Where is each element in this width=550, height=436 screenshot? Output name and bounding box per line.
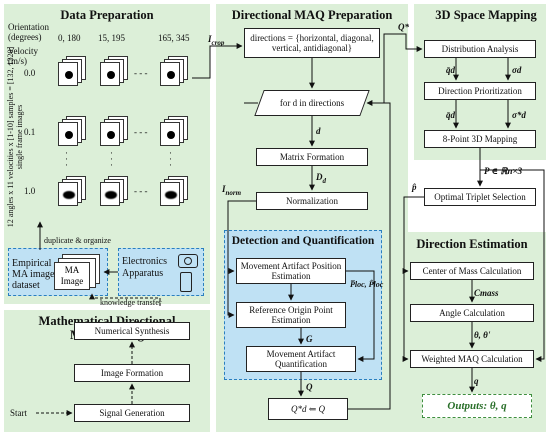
ploc-label: P̅loc, P̂loc (350, 280, 384, 289)
image-frame (160, 62, 180, 86)
arrow-to-mapping (244, 33, 422, 104)
matrix-formation-box: Matrix Formation (256, 148, 368, 166)
artifact-blob (105, 191, 117, 199)
qbar-label-2: q̄d (446, 110, 455, 120)
artifact-blob (63, 191, 75, 199)
d-label: d (316, 126, 321, 136)
image-frame (160, 182, 180, 206)
angle-col-0: 0, 180 (58, 33, 81, 43)
cmass-label: Cmass (474, 288, 499, 298)
mapping-title: 3D Space Mapping (435, 8, 537, 22)
sigma-star-label: σ*d (512, 110, 526, 120)
image-frame (58, 122, 78, 146)
reference-origin-box: Reference Origin Point Estimation (236, 302, 346, 328)
image-frame (100, 122, 120, 146)
artifact-blob (107, 131, 115, 139)
icrop-sub: crop (211, 38, 225, 47)
signal-generation-box: Signal Generation (74, 404, 190, 422)
weighted-maq-box: Weighted MAQ Calculation (410, 350, 534, 368)
Dd-label: Dd (316, 172, 326, 186)
arrow-phat-center (402, 196, 424, 274)
qbar-label-1: q̄d (446, 65, 455, 75)
arrow-p-weighted (480, 169, 545, 362)
arrow-inorm (227, 200, 256, 274)
g-label: G (306, 334, 313, 344)
triplet-box: Optimal Triplet Selection (424, 188, 536, 206)
theta-label: θ, θ' (474, 330, 491, 340)
camera-icon (178, 254, 198, 268)
for-loop-label: for d in directions (279, 98, 345, 108)
image-frame (160, 122, 180, 146)
orientation-label: Orientation (degrees) (8, 22, 49, 42)
ellipsis-v-1: ··· (110, 148, 113, 170)
arrow-loop-back (348, 100, 391, 410)
electronics-label: Electronics Apparatus (122, 256, 167, 279)
directions-box: directions = {horizontal, diagonal, vert… (244, 28, 380, 58)
Dd-main: D (316, 172, 323, 182)
duplicate-label: duplicate & organize (44, 236, 111, 245)
outputs-box: Outputs: θ, q (422, 394, 532, 418)
arrow-knowledge (89, 293, 161, 306)
numerical-synthesis-box: Numerical Synthesis (74, 322, 190, 340)
q-label: Q (306, 382, 313, 392)
ellipsis-v-2: ··· (169, 148, 172, 170)
angle-col-1: 15, 195 (98, 33, 125, 43)
artifact-blob (167, 131, 175, 139)
qstar-label: Q* (398, 22, 409, 32)
icrop-label: Icrop (208, 34, 224, 48)
image-formation-box: Image Formation (74, 364, 190, 382)
inorm-main: I (222, 184, 226, 194)
angle-calc-box: Angle Calculation (410, 304, 534, 322)
dataset-label: Empirical MA image dataset (12, 258, 55, 291)
artifact-blob (65, 131, 73, 139)
center-mass-box: Center of Mass Calculation (410, 262, 534, 280)
q-assign-box: Q*d ⇐ Q (268, 398, 348, 420)
arrow-phat-weighted (402, 271, 409, 362)
arrow-to-directions (192, 43, 243, 79)
maq-prep-title: Directional MAQ Preparation (231, 8, 393, 22)
icrop-main: I (208, 34, 212, 44)
phat-label: p̂ (412, 182, 417, 192)
image-frame (58, 62, 78, 86)
inorm-sub: norm (225, 188, 242, 197)
detection-title: Detection and Quantification (231, 235, 375, 247)
mapping3d-box: 8-Point 3D Mapping (424, 130, 536, 148)
arrow-inorm-ref (227, 271, 235, 318)
artifact-blob (107, 71, 115, 79)
arrow-ploc (346, 270, 375, 362)
knowledge-label: knowledge transfer (100, 298, 162, 307)
sigma-label: σd (512, 65, 522, 75)
data-prep-title: Data Preparation (60, 8, 154, 22)
velocity-row-1: 0.1 (24, 127, 36, 137)
p-label: P ∈ ℝn×3 (484, 166, 523, 176)
artifact-blob (165, 191, 177, 199)
velocity-row-2: 1.0 (24, 186, 36, 196)
angle-col-2: 165, 345 (158, 33, 190, 43)
image-frame (58, 182, 78, 206)
ellipsis-h-1: - - - (134, 127, 148, 137)
velocity-row-0: 0.0 (24, 68, 36, 78)
image-frame (100, 182, 120, 206)
prioritization-box: Direction Prioritization (424, 82, 536, 100)
q-output-label: q (474, 376, 479, 386)
ellipsis-h-2: - - - (134, 186, 148, 196)
inorm-label: Inorm (222, 184, 241, 198)
position-estimation-box: Movement Artifact Position Estimation (236, 258, 346, 284)
Dd-sub: d (322, 176, 327, 185)
image-frame (100, 62, 120, 86)
artifact-blob (167, 71, 175, 79)
outputs-label: Outputs: θ, q (447, 400, 507, 412)
start-label: Start (10, 408, 27, 418)
ma-image-label: MA Image (54, 262, 90, 290)
ellipsis-v-0: ··· (65, 148, 68, 170)
velocity-label: Velocity (m/s) (8, 46, 38, 66)
direction-est-title: Direction Estimation (416, 237, 528, 251)
normalization-box: Normalization (256, 192, 368, 210)
ellipsis-h-0: - - - (134, 68, 148, 78)
ma-quantification-box: Movement Artifact Quantification (246, 346, 356, 372)
phone-icon (180, 272, 192, 292)
artifact-blob (65, 71, 73, 79)
